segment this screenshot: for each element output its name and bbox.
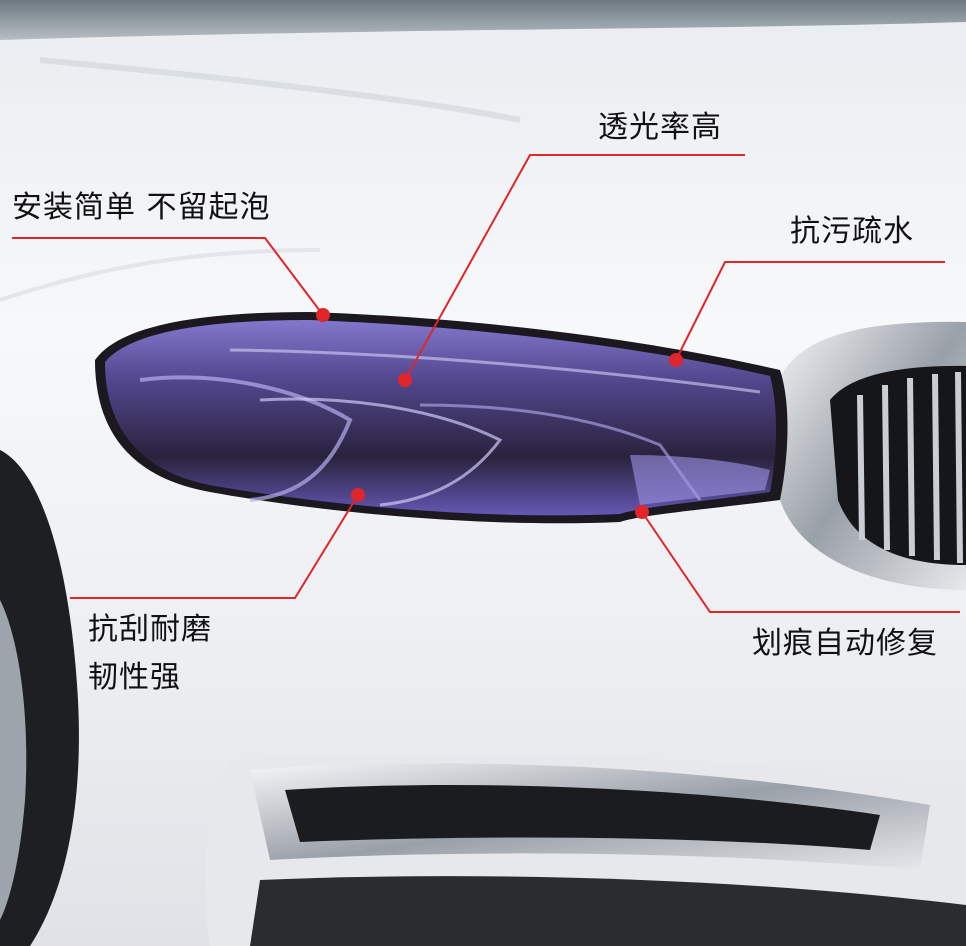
windshield-strip: [0, 0, 966, 40]
callout-transmit: 透光率高: [598, 110, 722, 145]
callout-antifoul: 抗污疏水: [790, 214, 914, 249]
callout-install: 安装简单 不留起泡: [12, 190, 271, 225]
callout-scratch-line2: 韧性强: [88, 660, 181, 695]
callout-dots: [316, 308, 683, 519]
air-intake: [285, 784, 880, 850]
callout-scratch-line1: 抗刮耐磨: [88, 612, 212, 647]
callout-heal: 划痕自动修复: [752, 626, 938, 661]
callout-lines: [12, 154, 960, 613]
